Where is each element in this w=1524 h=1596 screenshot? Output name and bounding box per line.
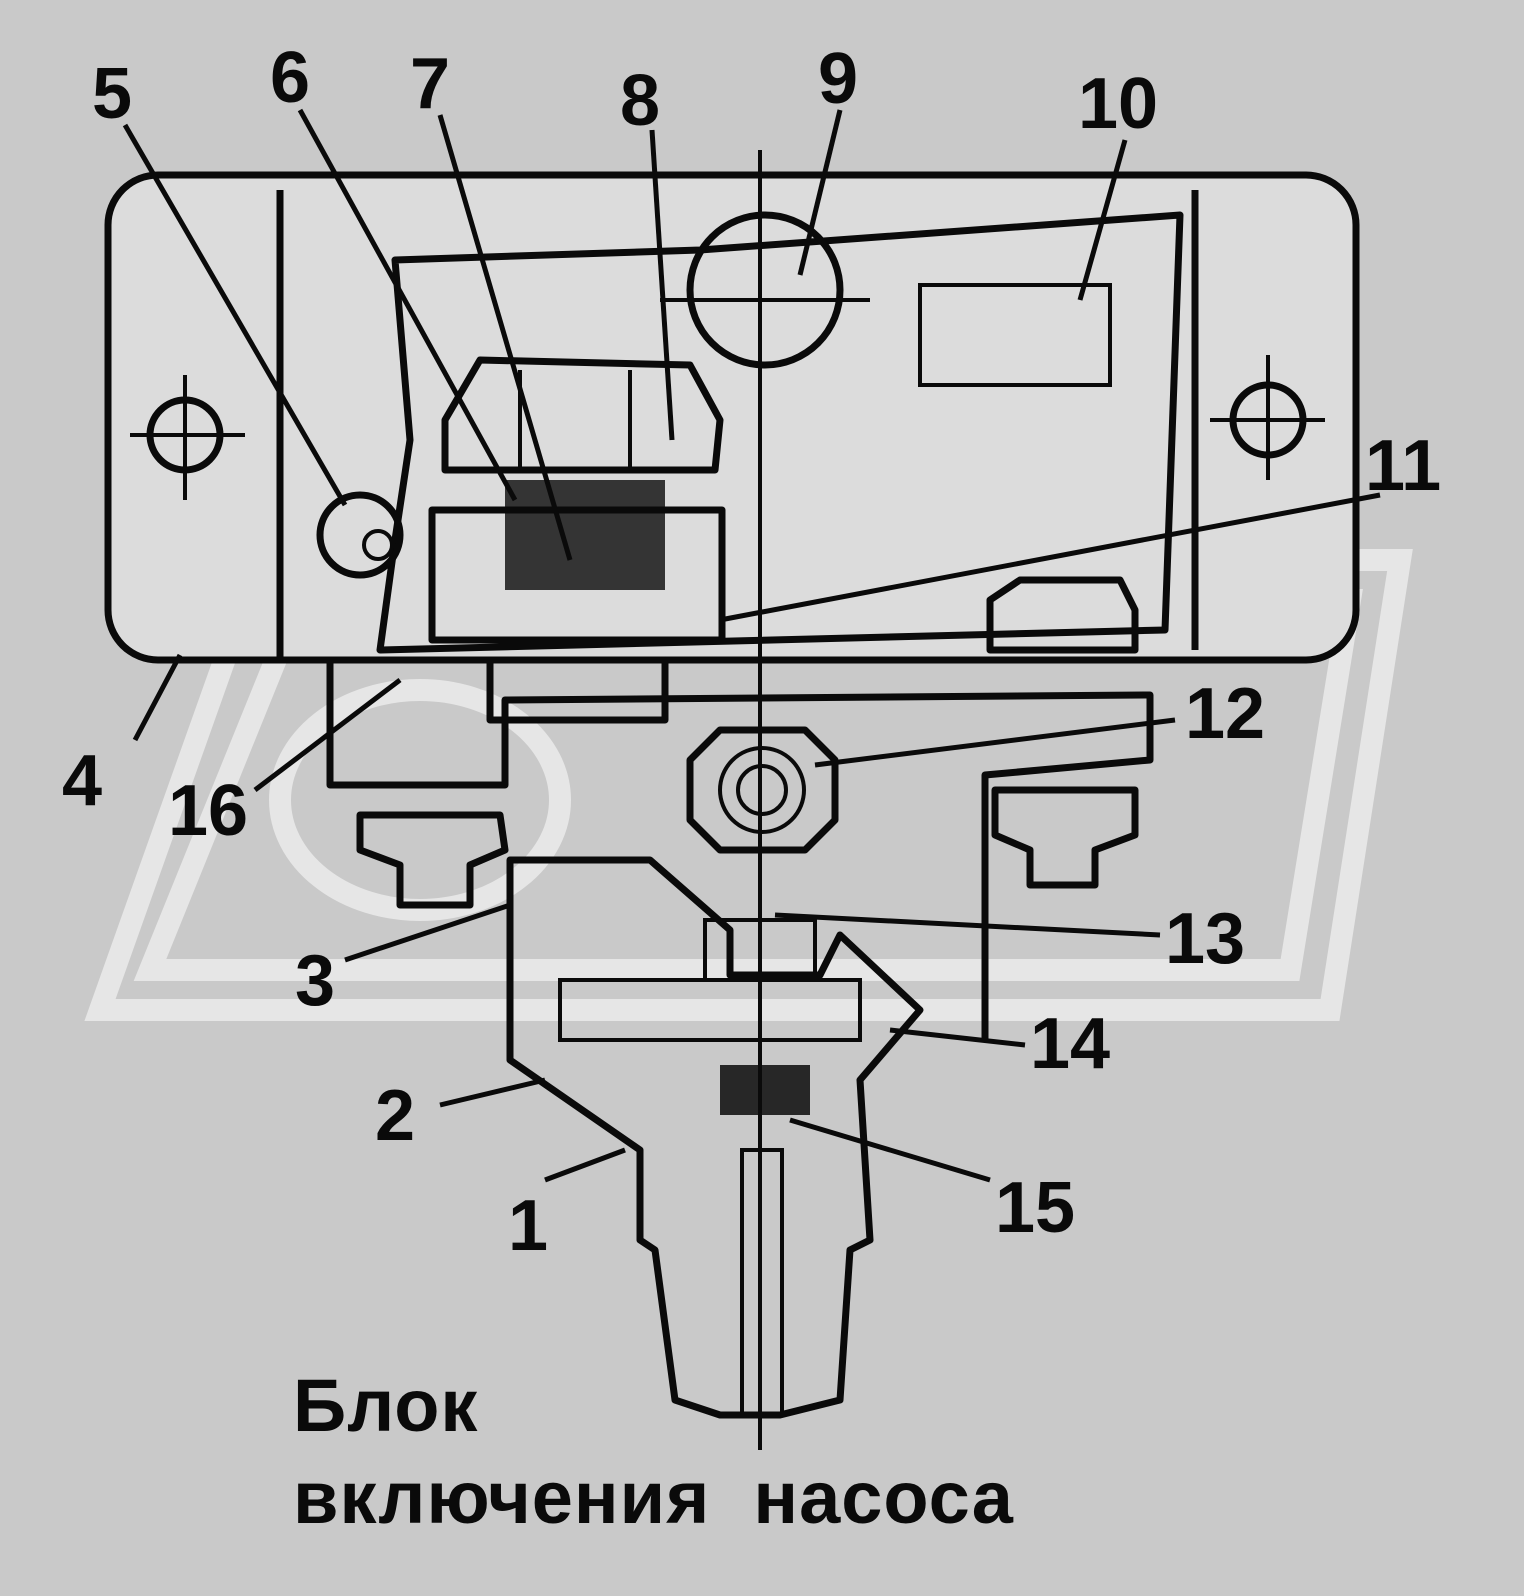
plate-nut-right	[986, 576, 1139, 654]
leader-lines	[122, 108, 1381, 1183]
bracket	[326, 656, 1154, 1040]
lower-nut-right	[991, 786, 1139, 889]
switch-lever	[376, 211, 1184, 654]
spring-block	[428, 480, 726, 644]
callout-9: 9	[818, 39, 858, 119]
pressure-body	[506, 856, 924, 1419]
callout-3: 3	[295, 941, 335, 1021]
callout-13: 13	[1165, 899, 1245, 979]
lower-nut-left	[356, 811, 509, 909]
terminal-screw	[316, 491, 404, 579]
callout-numbers: 5 6 7 8 9 10 11 12 4 16 3 13 14 2 15 1	[62, 38, 1441, 1266]
callout-8: 8	[620, 61, 660, 141]
callout-2: 2	[375, 1076, 415, 1156]
mount-hole-left	[130, 375, 245, 500]
callout-5: 5	[92, 54, 132, 134]
callout-4: 4	[62, 741, 102, 821]
callout-10: 10	[1078, 64, 1158, 144]
caption-line-2: включения насоса	[293, 1456, 1014, 1539]
callout-1: 1	[508, 1186, 548, 1266]
mount-hole-right	[1210, 355, 1325, 480]
callout-15: 15	[995, 1168, 1075, 1248]
callout-6: 6	[270, 38, 310, 118]
center-nut	[686, 726, 839, 854]
callout-7: 7	[410, 44, 450, 124]
housing-plate	[104, 171, 1360, 664]
callout-11: 11	[1365, 426, 1441, 506]
callout-14: 14	[1030, 1004, 1110, 1084]
caption-line-1: Блок	[293, 1364, 479, 1447]
callout-12: 12	[1185, 674, 1265, 754]
callout-16: 16	[168, 771, 248, 851]
diagram-caption: Блок включения насоса	[293, 1360, 1014, 1544]
